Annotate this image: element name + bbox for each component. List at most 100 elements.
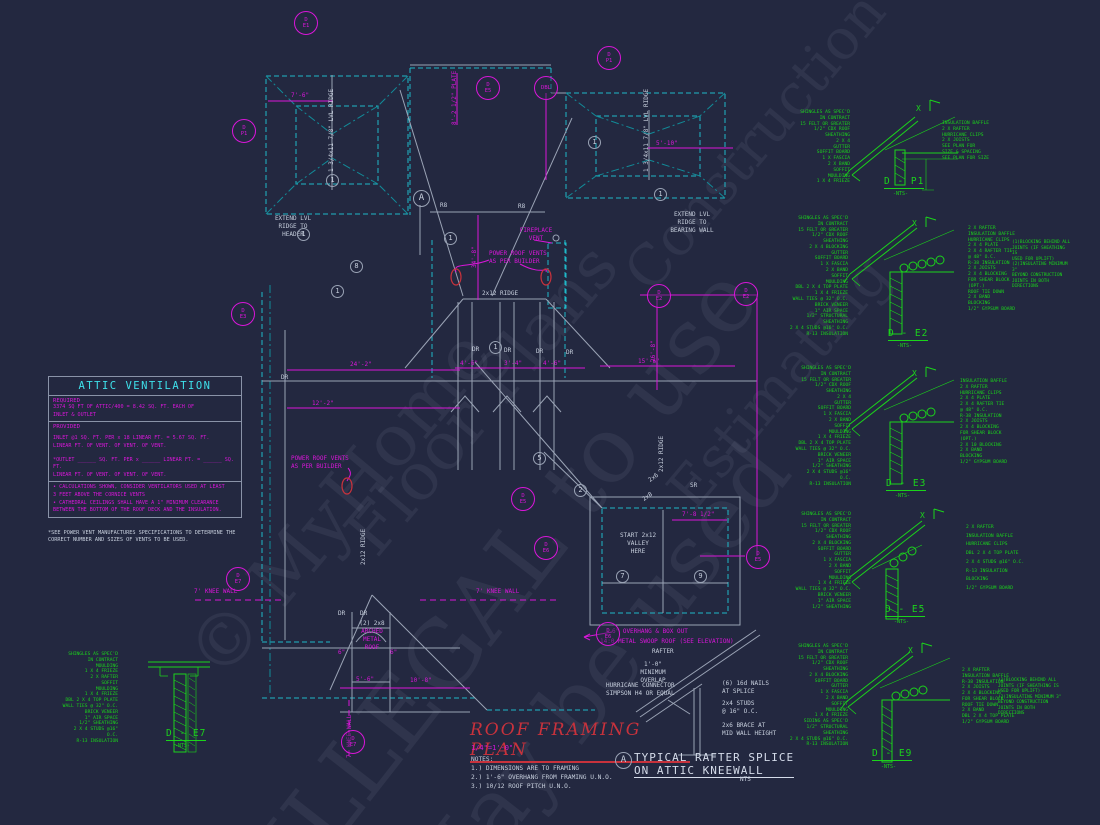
detail-label: R-13 INSULATION (809, 481, 852, 487)
detail-label: 1/2" STRUCTURAL SHEATHING (806, 314, 849, 326)
detail-label: SOFFIT (101, 680, 118, 686)
detail-label: DBL 2 X 4 TOP PLATE (966, 551, 1019, 557)
bubble-line: E6 (604, 634, 612, 640)
detail-label: IN CONTRACT (819, 115, 850, 121)
detail-label: 2 X RAFTER (966, 525, 994, 530)
bubble-line: D (657, 289, 661, 296)
detail-label: 2 X JOISTS (942, 138, 970, 144)
bubble-line: D (351, 735, 355, 742)
attic-required-section: REQUIRED 3374 SQ FT OF ATTIC/400 = 8.42 … (49, 396, 241, 423)
bubble-line: E1 (302, 23, 310, 29)
detail-e3-drawing: X (843, 366, 955, 485)
detail-label: 1 X 4 FRIEZE (814, 291, 848, 297)
detail-p1-nts: -NTS- (893, 191, 909, 197)
detail-label: IN CONTRACT (817, 649, 848, 655)
detail-label: 1/2" CDX ROOF SHEATHING (812, 661, 848, 673)
dim-15-6: 15'-6" (638, 358, 660, 365)
detail-label: SOFFIT (834, 423, 851, 429)
plan-label-knee-wall: 7' KNEE WALL (194, 588, 238, 595)
detail-label: 2 X BAND (962, 708, 985, 714)
detail-e2-nts: -NTS- (897, 343, 913, 349)
svg-text:X: X (908, 646, 913, 655)
detail-label: FOR SHEAR BLOCK (OPT.) (960, 431, 1002, 442)
dim-7-6: 7'-6" (291, 92, 310, 99)
attic-footnote: *SEE POWER VENT MANUFACTURES SPECIFICATI… (48, 530, 236, 544)
detail-bubble: DBL (534, 76, 558, 100)
detail-label: 1/2" CDX ROOF SHEATHING (815, 383, 851, 395)
detail-label: 2 X 4 BLOCKING (809, 672, 848, 678)
attic-provided-label: PROVIDED (53, 424, 80, 431)
plan-label-ridge: 2x12 RIDGE (482, 290, 519, 297)
detail-label: 15 FELT OR GREATER (798, 655, 848, 661)
svg-text:X: X (920, 511, 925, 520)
detail-label: GUTTER (831, 684, 848, 690)
keynote-circle: 1 (331, 285, 344, 298)
detail-note: BEYOND CONSTRUCTION (1012, 273, 1063, 278)
detail-label: R-13 INSULATION (76, 738, 119, 744)
detail-e7-nts: -NTS- (175, 743, 191, 749)
detail-label: 2 X 4 (837, 394, 851, 400)
detail-label: 2 X 4 BLOCKING (812, 540, 851, 546)
svg-text:X: X (912, 219, 917, 228)
splice-label-brace: 2x6 BRACE AT MID WALL HEIGHT (722, 722, 777, 737)
attic-required-lines: 3374 SQ FT OF ATTIC/400 = 8.42 SQ. FT. E… (53, 404, 237, 419)
detail-label: WALL TIES @ 32" O.C. (795, 446, 851, 452)
detail-label: 2 X 4 STUDS @16" O.C. (73, 727, 118, 738)
detail-label: 1 X FASCIA (820, 262, 848, 268)
dim-6in: 6" (338, 649, 346, 656)
sheet-title: ROOF FRAMING PLAN (470, 720, 690, 763)
sheet-scale: 1/4"=1'-0" (471, 744, 514, 752)
detail-label: BLOCKING (960, 454, 983, 460)
detail-label: SHINGLES AS SPEC'D (800, 110, 850, 115)
detail-label: SHINGLES AS SPEC'D (801, 366, 851, 371)
detail-label: 2 X 4 BLOCKING (968, 272, 1007, 278)
detail-label: HURRICANE CLIPS (960, 390, 1002, 396)
detail-label: 2 X 4 STUDS @16" O.C. (966, 559, 1025, 565)
plan-label-ridge: 2x12 RIDGE (658, 435, 665, 472)
dim-24-2: 24'-2" (350, 361, 372, 368)
detail-e5-nts: -NTS- (894, 619, 910, 625)
plan-label-dr: DR (536, 348, 544, 355)
detail-label: DBL 2 X 4 TOP PLATE (795, 285, 848, 291)
detail-label: 1/2" SHEATHING (812, 604, 851, 610)
splice-nts: NTS (740, 776, 751, 783)
dim-34-8: 34'-8" (471, 246, 478, 268)
detail-label: MOULDING (828, 575, 851, 581)
detail-label: R-13 INSULATION (966, 568, 1008, 574)
detail-label: BLOCKING (968, 301, 991, 307)
plan-label-r8: R8 (440, 202, 448, 209)
attic-inlet-line: LINEAR FT. OF VENT. OF VENT. OF VENT. (53, 442, 167, 449)
detail-label: 1 X FASCIA (822, 156, 850, 162)
keynote-circle: 1 (297, 228, 310, 241)
detail-label: SHINGLES AS SPEC'D (798, 216, 848, 221)
detail-label: MOULDING (825, 279, 848, 285)
attic-outlet-lines: *OUTLET ______ SQ. FT. PER x ______ LINE… (53, 457, 237, 480)
svg-text:X: X (916, 104, 921, 113)
detail-label: @ 48" O.C. (968, 254, 996, 260)
plan-label-arched-size: (2) 2x8 (359, 620, 385, 627)
splice-title: TYPICAL RAFTER SPLICE ON ATTIC KNEEWALL (634, 751, 795, 779)
plan-label-power-vents: POWER ROOF VENTS AS PER BUILDER (489, 250, 547, 265)
bubble-line: E5 (484, 88, 492, 94)
plan-label-dr: DR (566, 349, 574, 356)
detail-label: SEE PLAN FOR SIZE (942, 155, 990, 161)
detail-label: MOULDING (825, 707, 848, 713)
detail-label: GUTTER (831, 250, 848, 256)
section-marker-a: A (413, 190, 430, 207)
detail-label: INSULATION BAFFLE (960, 379, 1008, 384)
detail-label: 1/2" GYPSUM BOARD (962, 720, 1010, 726)
detail-label: 2 X BAND (827, 162, 850, 168)
attic-outlet-line: *OUTLET ______ SQ. FT. PER x ______ LINE… (53, 456, 234, 471)
detail-label: SOFFIT BOARD (817, 546, 851, 552)
plan-label-extend-header: EXTEND LVL RIDGE TO HEADER (274, 215, 312, 238)
detail-label: BRICK VENEER (814, 302, 848, 308)
plan-label-ridge: 2x12 RIDGE (360, 528, 367, 565)
detail-label: INSULATION BAFFLE (962, 673, 1010, 679)
